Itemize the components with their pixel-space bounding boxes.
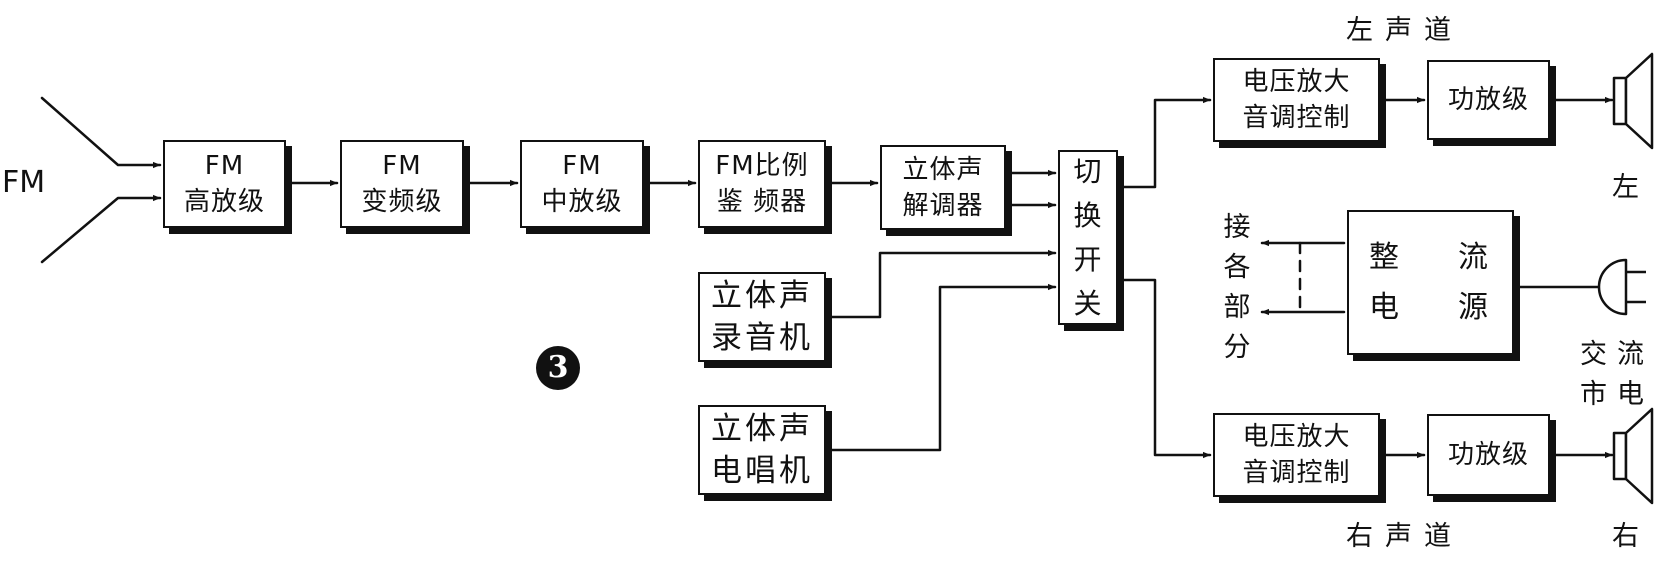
left-speaker-label: 左 — [1612, 172, 1639, 203]
wire-switch-to-left-preamp — [1116, 96, 1212, 189]
label-char: 分 — [1223, 332, 1251, 363]
mains-plug-icon — [1597, 258, 1646, 316]
label-char: 电 — [1617, 379, 1654, 410]
block-line: FM比例 — [715, 151, 809, 181]
left-channel-label: 左声道 — [1346, 15, 1463, 46]
block-line: 立体声 — [711, 278, 813, 314]
block-line: 电压放大 — [1242, 67, 1351, 97]
power-supply-row-2: 电 源 — [1369, 290, 1492, 326]
power-char: 源 — [1458, 289, 1493, 325]
block-line: 功放级 — [1447, 440, 1529, 470]
selector-switch-block: 切 换 开 关 — [1058, 150, 1118, 325]
wire-tape-to-switch — [824, 249, 1057, 319]
fm-if-amplifier-block: FM 中放级 — [520, 140, 644, 228]
block-line: 录音机 — [711, 320, 813, 356]
left-speaker-icon — [1612, 52, 1654, 150]
antenna-upper-arm — [40, 96, 162, 169]
block-line: 功放级 — [1447, 85, 1529, 115]
block-line: 关 — [1073, 286, 1103, 320]
stereo-tape-recorder-block: 立体声 录音机 — [698, 272, 826, 362]
wire-switch-to-right-preamp — [1116, 278, 1212, 459]
to-all-sections-label: 接 各 部 分 — [1222, 208, 1252, 368]
block-line: 变频级 — [361, 187, 443, 217]
rectifier-power-supply-block: 整 流 电 源 — [1347, 210, 1514, 355]
power-char: 电 — [1368, 289, 1403, 325]
block-line: 解调器 — [902, 190, 984, 221]
label-char: 市 — [1580, 379, 1617, 410]
fm-mixer-block: FM 变频级 — [340, 140, 464, 228]
block-line: 音调控制 — [1242, 458, 1351, 488]
stereo-decoder-block: 立体声 解调器 — [880, 145, 1006, 230]
fm-input-label: FM — [2, 165, 46, 200]
antenna-lower-arm — [40, 194, 162, 264]
right-power-amplifier-block: 功放级 — [1427, 414, 1550, 496]
block-line: 电唱机 — [711, 453, 813, 489]
block-line: 立体声 — [711, 411, 813, 447]
power-supply-row-1: 整 流 — [1369, 240, 1492, 276]
block-line: 音调控制 — [1242, 103, 1351, 133]
right-channel-label: 右声道 — [1346, 521, 1463, 552]
power-char: 流 — [1458, 239, 1493, 275]
right-speaker-icon — [1612, 407, 1654, 505]
right-preamp-tone-control-block: 电压放大 音调控制 — [1213, 413, 1380, 497]
label-char: 部 — [1223, 292, 1251, 323]
label-char: 接 — [1223, 212, 1251, 243]
block-line: 换 — [1073, 198, 1103, 232]
figure-number-badge: 3 — [536, 346, 580, 390]
label-char: 交 — [1580, 339, 1617, 370]
ac-mains-label: 交流 市电 — [1580, 335, 1654, 415]
block-line: 鉴 频器 — [716, 187, 808, 217]
block-line: FM — [204, 151, 245, 181]
block-line: 中放级 — [541, 187, 623, 217]
block-line: 切 — [1073, 154, 1103, 188]
label-char: 流 — [1617, 339, 1654, 370]
block-line: 立体声 — [902, 154, 984, 185]
block-line: 高放级 — [183, 187, 265, 217]
power-char: 整 — [1368, 239, 1403, 275]
fm-rf-amplifier-block: FM 高放级 — [163, 140, 286, 228]
right-speaker-label: 右 — [1612, 521, 1639, 552]
stereo-record-player-block: 立体声 电唱机 — [698, 405, 826, 495]
fm-ratio-detector-block: FM比例 鉴 频器 — [698, 140, 826, 228]
block-line: FM — [382, 151, 422, 181]
left-power-amplifier-block: 功放级 — [1427, 60, 1550, 140]
block-line: FM — [562, 151, 602, 181]
block-line: 开 — [1073, 242, 1103, 276]
block-line: 电压放大 — [1242, 422, 1351, 452]
left-preamp-tone-control-block: 电压放大 音调控制 — [1213, 58, 1380, 142]
label-char: 各 — [1223, 252, 1251, 283]
wire-phono-to-switch — [824, 283, 1057, 452]
